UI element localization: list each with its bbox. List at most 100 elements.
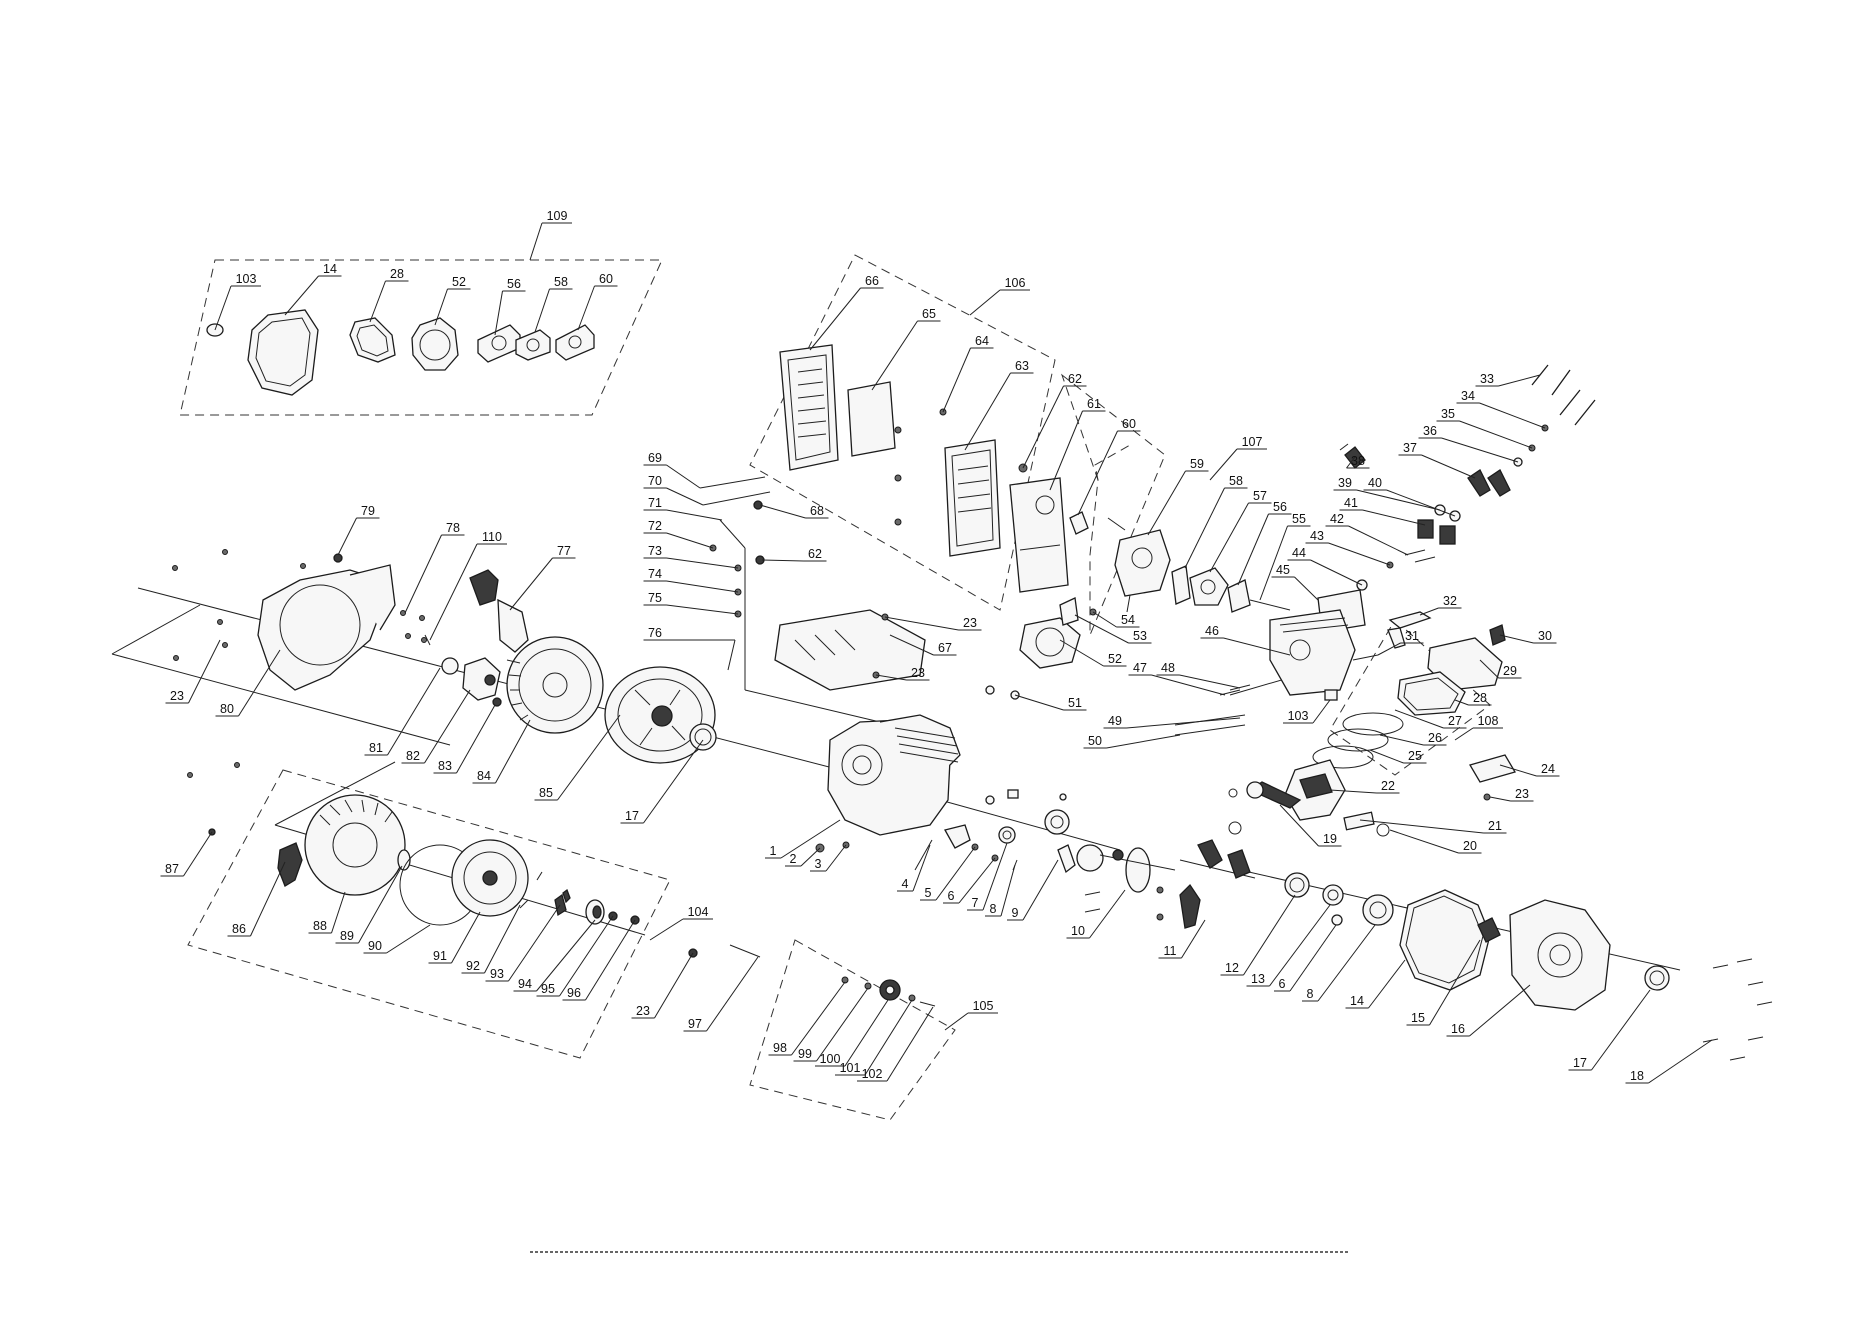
callout-number: 58 <box>554 275 568 289</box>
callout-c31: 31 <box>1377 629 1424 656</box>
callout-number: 20 <box>1463 839 1477 853</box>
callout-c28a: 28 <box>369 267 409 323</box>
callout-leader <box>1022 385 1064 469</box>
pin-shape <box>1156 886 1164 894</box>
throttle-linkage-parts <box>699 476 771 671</box>
friction-plate-94-shape <box>585 899 605 925</box>
callout-number: 22 <box>1381 779 1395 793</box>
callout-number: 37 <box>1403 441 1417 455</box>
callout-c15: 15 <box>1406 939 1481 1026</box>
piston-22-shape <box>1284 759 1346 821</box>
callout-leader <box>1237 513 1269 586</box>
callout-c78: 78 <box>404 521 465 614</box>
callout-c108: 108 <box>1454 714 1503 741</box>
callout-c21: 21 <box>1359 819 1507 834</box>
callout-number: 2 <box>790 852 797 866</box>
callout-c28b: 28 <box>1454 691 1492 706</box>
callout-c62a: 62 <box>1022 372 1087 469</box>
callout-number: 72 <box>648 519 662 533</box>
callout-c5: 5 <box>920 846 976 901</box>
screw-23d-shape <box>1483 793 1491 801</box>
callout-number: 56 <box>507 277 521 291</box>
callout-leader <box>886 1006 934 1082</box>
callout-leader <box>809 287 861 351</box>
callout-c63: 63 <box>964 359 1034 451</box>
callout-number: 70 <box>648 474 662 488</box>
crankcase-1-shape <box>815 714 961 853</box>
callout-number: 23 <box>1515 787 1529 801</box>
callout-leader <box>816 987 869 1062</box>
callout-leader <box>643 739 704 824</box>
callout-leader <box>649 918 684 941</box>
callout-number: 52 <box>1108 652 1122 666</box>
callout-leader <box>1279 804 1319 847</box>
callout-leader <box>1269 904 1331 987</box>
callout-c54: 54 <box>1092 611 1140 628</box>
stud-31-shape <box>1352 654 1379 661</box>
callout-c60a: 60 <box>577 272 618 331</box>
callout-leader <box>1126 717 1241 729</box>
callout-leader <box>536 919 596 992</box>
callout-leader <box>1348 525 1409 556</box>
callout-leader <box>759 504 806 519</box>
breather-30-shape <box>1489 624 1506 646</box>
callout-leader <box>1359 819 1484 834</box>
callout-number: 90 <box>368 939 382 953</box>
callout-leader <box>1386 489 1456 517</box>
callout-leader <box>761 559 804 562</box>
kit-106-boundary <box>749 254 1056 611</box>
callout-c59: 59 <box>1147 457 1209 536</box>
governor-cam-parts <box>914 789 1394 929</box>
callout-number: 1 <box>770 844 777 858</box>
callout-number: 24 <box>1541 762 1555 776</box>
callout-c46: 46 <box>1200 624 1291 656</box>
callout-c103a: 103 <box>214 272 261 331</box>
callout-c102: 102 <box>857 1006 934 1082</box>
callout-number: 62 <box>1068 372 1082 386</box>
callout-number: 49 <box>1108 714 1122 728</box>
callout-number: 23 <box>636 1004 650 1018</box>
callout-leader <box>1014 694 1064 711</box>
kit-105-parts <box>841 976 936 1007</box>
callout-leader <box>1181 919 1206 959</box>
callout-c91: 91 <box>428 911 481 964</box>
callout-leader <box>1377 642 1401 656</box>
callout-number: 6 <box>948 889 955 903</box>
callout-leader <box>1209 502 1249 573</box>
callout-c23e: 23 <box>631 952 694 1019</box>
callout-leader <box>706 956 759 1032</box>
small-parts-cam-shape <box>985 789 1067 805</box>
callout-c86: 86 <box>227 861 286 937</box>
dipstick-97-shape <box>729 944 761 958</box>
callout-leader <box>429 543 478 641</box>
callout-c13: 13 <box>1246 904 1331 987</box>
callout-leader <box>386 924 431 954</box>
callout-leader <box>1074 614 1129 644</box>
callout-c77: 77 <box>509 544 576 611</box>
callout-c26: 26 <box>1379 731 1447 746</box>
callout-leader <box>188 639 221 704</box>
kit-108-boundary <box>1329 619 1491 776</box>
filter-base-61-shape <box>1009 477 1069 593</box>
callout-number: 75 <box>648 591 662 605</box>
valve-parts-39-40-shape <box>1434 504 1461 522</box>
callout-c101: 101 <box>835 999 913 1076</box>
fan-84-shape <box>506 636 604 734</box>
callout-leader <box>1369 749 1404 764</box>
crankcase-cover-16-shape <box>1509 899 1611 1011</box>
callout-leader <box>780 819 841 859</box>
callout-leader <box>1421 454 1476 479</box>
callout-c73: 73 <box>643 544 739 569</box>
callout-c56b: 56 <box>1237 500 1292 586</box>
callout-c72: 72 <box>643 519 714 549</box>
callout-number: 8 <box>990 902 997 916</box>
callout-number: 25 <box>1408 749 1422 763</box>
callout-leader <box>1591 989 1651 1071</box>
callout-number: 9 <box>1012 906 1019 920</box>
shaft-76-shape <box>727 639 736 671</box>
callout-leader <box>1459 420 1533 449</box>
callout-leader <box>456 704 496 774</box>
callout-number: 50 <box>1088 734 1102 748</box>
callout-c8a: 8 <box>985 864 1016 917</box>
pushrod-parts <box>985 597 1251 736</box>
